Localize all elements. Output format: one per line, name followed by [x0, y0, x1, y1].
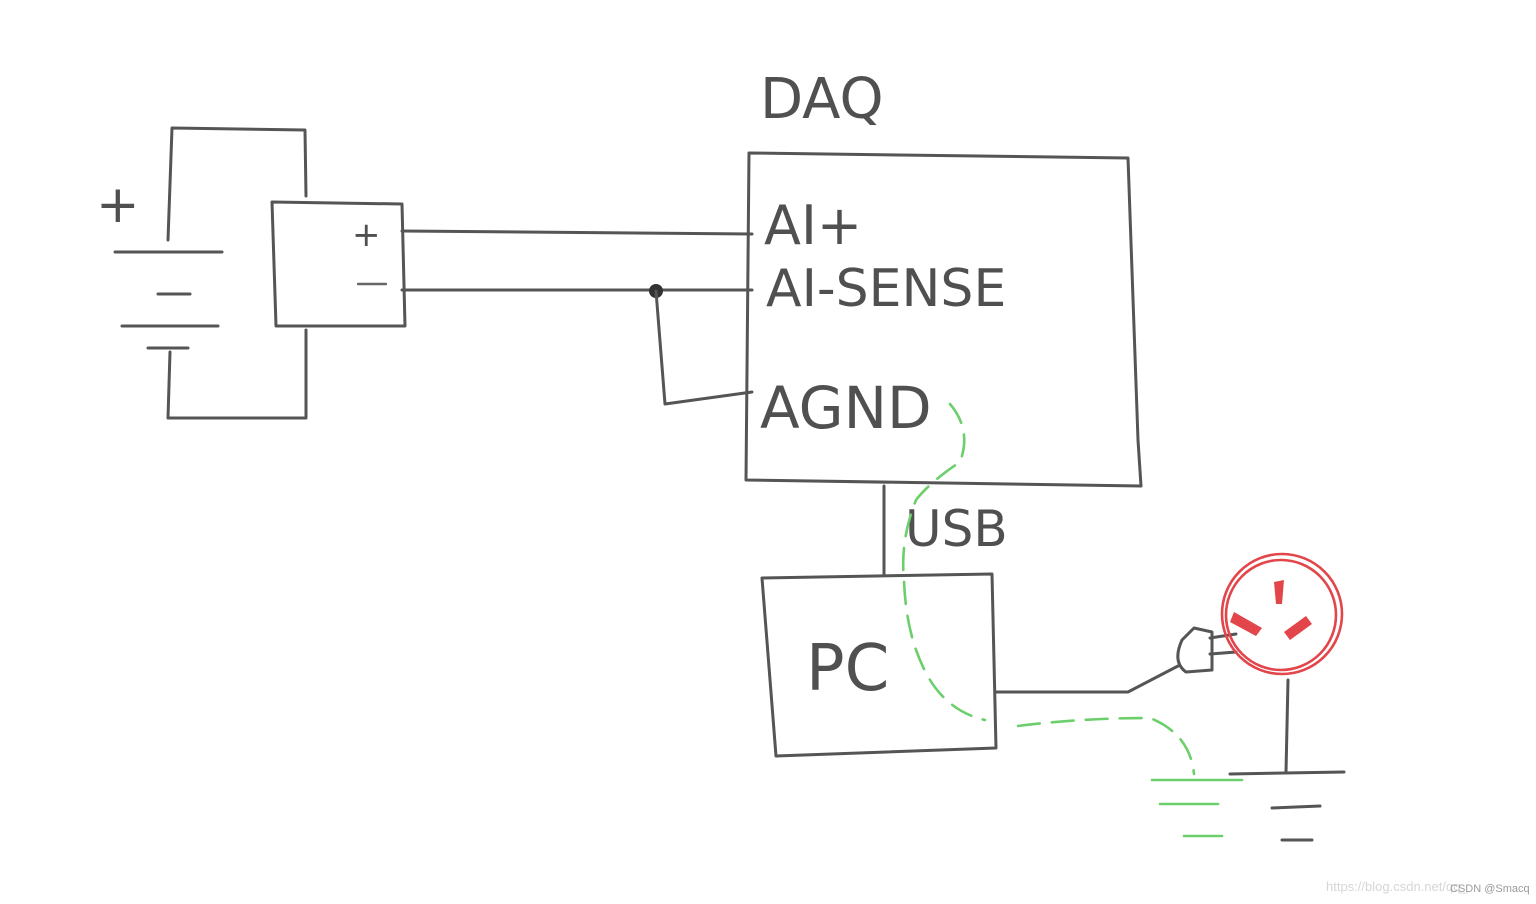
battery-plus-label: + — [96, 175, 140, 235]
signal-wires — [400, 229, 754, 406]
watermark-author: CSDN @Smacq — [1450, 883, 1530, 895]
watermark-url: https://blog.csdn.net/qq_ — [1326, 879, 1468, 894]
daq-ai-plus-label: AI+ — [764, 194, 862, 257]
earth-ground — [1228, 678, 1346, 842]
sensor-plus-label: + — [352, 215, 381, 255]
power-cord — [994, 664, 1180, 694]
ground-loop-path — [901, 402, 1244, 838]
mains-outlet — [1220, 552, 1344, 676]
wire-ai-plus — [400, 229, 754, 236]
daq-box: DAQ AI+ AI-SENSE AGND — [744, 67, 1143, 488]
pc-box: PC — [760, 572, 1180, 758]
usb-label: USB — [905, 500, 1008, 558]
daq-agnd-label: AGND — [760, 374, 932, 442]
daq-ai-sense-label: AI-SENSE — [766, 259, 1006, 319]
sensor-box: + — [270, 200, 407, 328]
battery-source: + — [96, 126, 308, 420]
usb-link: USB — [882, 484, 1008, 577]
pc-label: PC — [806, 632, 889, 706]
wire-agnd — [654, 289, 754, 406]
daq-title: DAQ — [760, 67, 884, 132]
power-plug — [1176, 626, 1238, 674]
